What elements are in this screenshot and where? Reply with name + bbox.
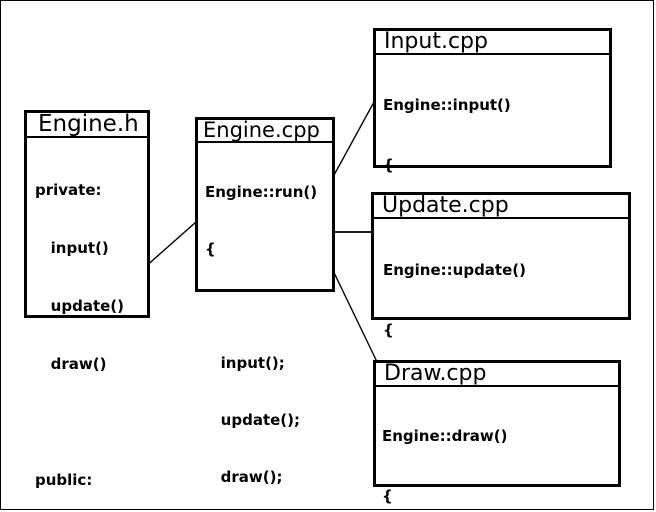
box-engine-cpp-line: draw(); <box>205 468 283 486</box>
box-engine-h-line: draw() <box>35 355 107 373</box>
box-engine-cpp-body: Engine::run() { input(); update(); draw(… <box>198 143 332 512</box>
box-input-cpp-line: Engine::input() <box>383 96 511 114</box>
box-draw-cpp-body: Engine::draw() { // All the drawing code… <box>376 387 618 512</box>
box-draw-cpp-line: { <box>382 487 393 505</box>
box-engine-h-line: private: <box>35 181 102 199</box>
box-engine-cpp-line: Engine::run() <box>205 183 318 201</box>
box-engine-h[interactable]: Engine.h private: input() update() draw(… <box>24 110 150 488</box>
box-update-cpp-title: Update.cpp <box>374 195 628 219</box>
box-engine-cpp-line: input(); <box>205 354 285 372</box>
box-draw-cpp[interactable]: Draw.cpp Engine::draw() { // All the dra… <box>373 360 621 504</box>
box-engine-h-line: update() <box>35 297 124 315</box>
box-engine-h-line <box>35 415 147 437</box>
box-input-cpp-title: Input.cpp <box>376 31 609 55</box>
box-update-cpp-line: Engine::update() <box>383 261 526 279</box>
box-draw-cpp-title: Draw.cpp <box>376 363 618 387</box>
box-engine-cpp-line: update(); <box>205 411 300 429</box>
box-engine-h-title: Engine.h <box>27 113 147 138</box>
box-draw-cpp-line: Engine::draw() <box>382 427 508 445</box>
box-update-cpp[interactable]: Update.cpp Engine::update() { // All the… <box>371 192 631 458</box>
box-engine-h-body: private: input() update() draw() public:… <box>27 138 147 512</box>
box-engine-cpp-line <box>205 299 332 320</box>
box-input-cpp-line: { <box>383 156 394 174</box>
box-update-cpp-line: { <box>383 321 394 339</box>
box-engine-h-line: public: <box>35 471 93 489</box>
box-engine-cpp-title: Engine.cpp <box>198 120 332 143</box>
box-engine-cpp[interactable]: Engine.cpp Engine::run() { input(); upda… <box>195 117 335 485</box>
box-engine-h-line: input() <box>35 239 109 257</box>
box-input-cpp[interactable]: Input.cpp Engine::input() { // All the i… <box>373 28 612 293</box>
box-engine-cpp-line: { <box>205 240 216 258</box>
